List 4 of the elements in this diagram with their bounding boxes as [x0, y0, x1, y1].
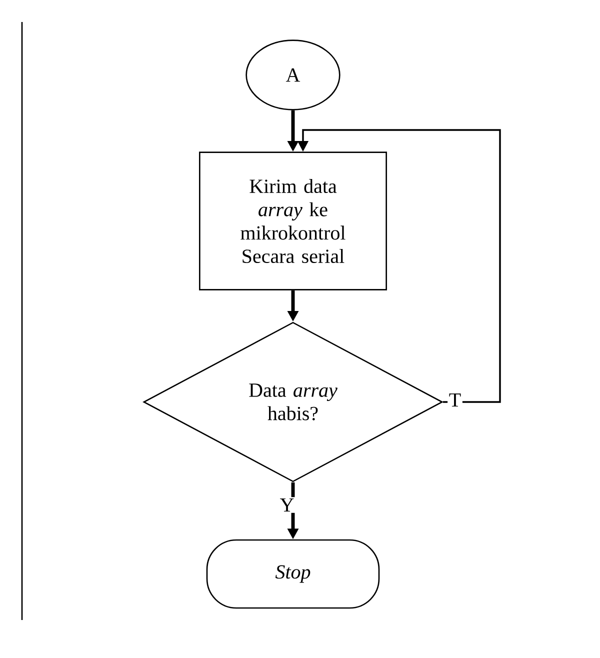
terminator-box: Stop [206, 539, 380, 609]
edge-label: Y [280, 498, 294, 512]
edge-label: T [449, 393, 461, 407]
process-box: Kirim data array ke mikrokontrol Secara serial [199, 152, 387, 290]
